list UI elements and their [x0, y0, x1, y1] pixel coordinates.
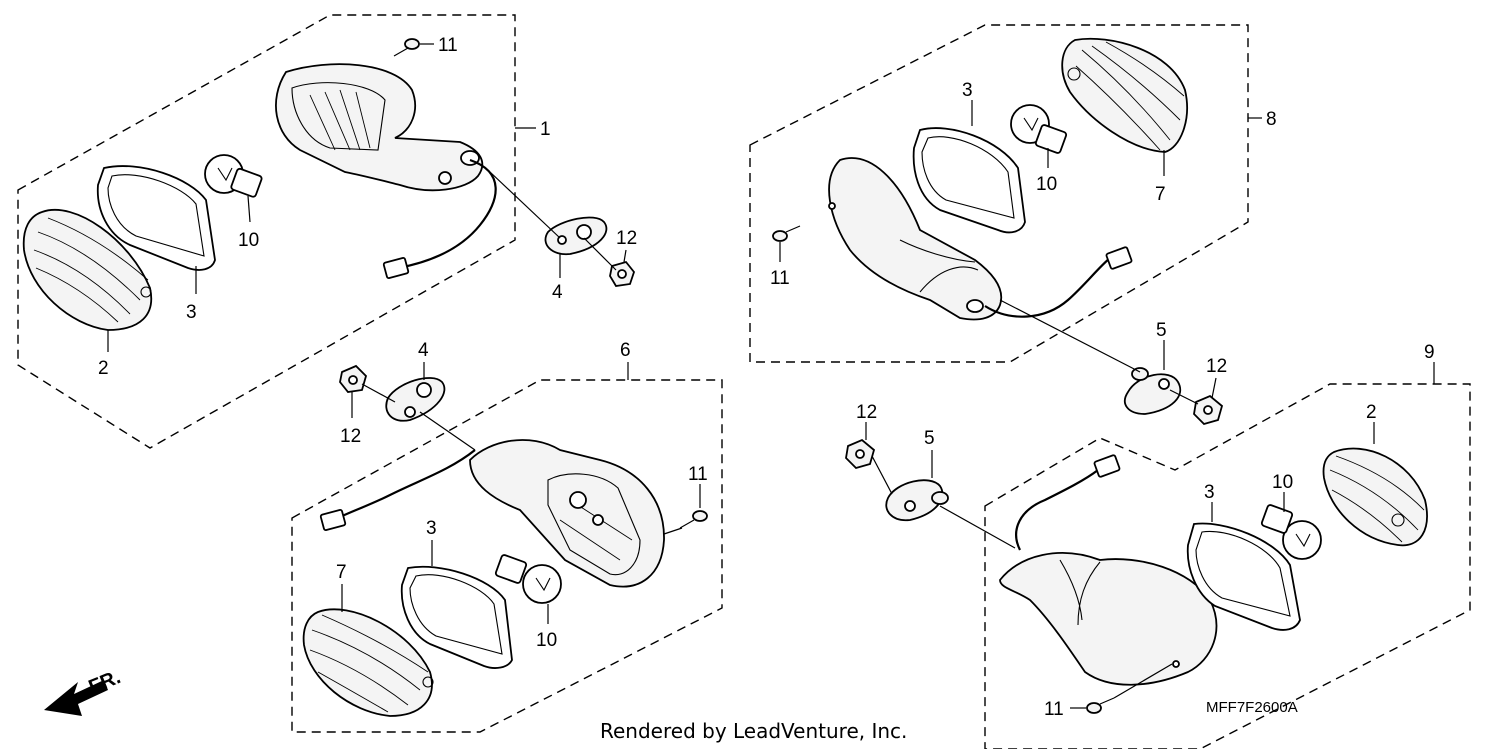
- nut-rear-left[interactable]: [339, 364, 368, 393]
- callout-10-rear-right: 10: [1272, 472, 1293, 493]
- credit-text: Rendered by LeadVenture, Inc.: [600, 719, 907, 743]
- group-boundary-1: [17, 14, 516, 449]
- screw-front-right[interactable]: [772, 225, 801, 242]
- callout-12-front-right: 12: [1206, 356, 1227, 377]
- gasket-front-left[interactable]: [96, 165, 216, 271]
- nut-front-left[interactable]: [609, 260, 636, 287]
- bulb-front-left[interactable]: [204, 154, 263, 198]
- group-front-right-turn-signal: 3 10 7 8 11 5 12: [749, 24, 1277, 426]
- callout-12-rear-right: 12: [856, 402, 877, 423]
- connector-rear-left: [319, 508, 347, 532]
- screw-rear-right[interactable]: [1086, 697, 1115, 714]
- group-boundary-9: [984, 383, 1471, 749]
- callout-2-rear-right: 2: [1366, 402, 1377, 423]
- direction-label: FR.: [86, 666, 124, 698]
- callout-12-rear-left: 12: [340, 426, 361, 447]
- housing-front-right[interactable]: [828, 157, 1003, 321]
- callout-2-front-left: 2: [98, 358, 109, 379]
- stay-rear-left[interactable]: [385, 377, 446, 422]
- housing-rear-left[interactable]: [469, 439, 665, 588]
- callout-10-front-left: 10: [238, 230, 259, 251]
- lens-front-left[interactable]: [22, 209, 153, 331]
- nut-front-right[interactable]: [1193, 394, 1224, 426]
- callout-7-front-right: 7: [1155, 184, 1166, 205]
- bulb-rear-left[interactable]: [494, 554, 562, 604]
- nut-rear-right[interactable]: [845, 438, 876, 470]
- callout-11-rear-right: 11: [1044, 699, 1064, 720]
- screw-front-left[interactable]: [393, 38, 420, 57]
- bulb-front-right[interactable]: [1010, 104, 1068, 154]
- callout-8: 8: [1266, 109, 1277, 130]
- callout-3-front-right: 3: [962, 80, 973, 101]
- lens-rear-left[interactable]: [302, 608, 434, 717]
- wire-rear-right: [1015, 469, 1099, 551]
- housing-front-left[interactable]: [275, 63, 484, 192]
- gasket-front-right[interactable]: [912, 127, 1026, 234]
- arrow-left-icon: [44, 680, 108, 716]
- wire-rear-left: [337, 449, 476, 519]
- lens-rear-right[interactable]: [1322, 447, 1428, 547]
- group-boundary-8: [749, 24, 1249, 363]
- callout-3-rear-right: 3: [1204, 482, 1215, 503]
- callout-3-front-left: 3: [186, 302, 197, 323]
- callout-5-rear-right: 5: [924, 428, 935, 449]
- group-rear-left-turn-signal: 4 6 12 11 7 3 10: [291, 340, 723, 733]
- housing-rear-right[interactable]: [999, 552, 1218, 686]
- callout-1: 1: [540, 119, 551, 140]
- callout-5-front-right: 5: [1156, 320, 1167, 341]
- bulb-rear-right[interactable]: [1260, 504, 1322, 560]
- wire-front-left: [397, 158, 497, 270]
- callout-11-front-left: 11: [438, 35, 458, 56]
- gasket-rear-left[interactable]: [400, 565, 513, 669]
- callout-4-front-left: 4: [552, 282, 563, 303]
- connector-front-right: [1105, 246, 1133, 270]
- callout-3-rear-left: 3: [426, 518, 437, 539]
- stay-front-left[interactable]: [544, 216, 608, 256]
- callout-7-rear-left: 7: [336, 562, 347, 583]
- callout-9: 9: [1424, 342, 1435, 363]
- group-rear-right-turn-signal: 12 5 9 2 3 10 11: [845, 342, 1471, 749]
- callout-11-front-right: 11: [770, 268, 790, 289]
- connector-front-left: [382, 256, 410, 280]
- drawing-code: MFF7F2600A: [1206, 699, 1298, 716]
- screw-rear-left[interactable]: [679, 510, 708, 529]
- wire-front-right: [984, 257, 1111, 318]
- stay-rear-right[interactable]: [885, 479, 949, 522]
- callout-12-front-left: 12: [616, 228, 637, 249]
- callout-11-rear-left: 11: [688, 464, 708, 485]
- group-boundary-6: [291, 379, 723, 733]
- stay-front-right[interactable]: [1123, 367, 1181, 415]
- callout-10-front-right: 10: [1036, 174, 1057, 195]
- gasket-rear-right[interactable]: [1186, 522, 1301, 631]
- callout-6: 6: [620, 340, 631, 361]
- lens-front-right[interactable]: [1061, 37, 1188, 153]
- connector-rear-right: [1093, 454, 1121, 478]
- callout-4-rear-left: 4: [418, 340, 429, 361]
- group-front-left-turn-signal: 11 1 2 3 10 4 12: [17, 14, 637, 449]
- callout-10-rear-left: 10: [536, 630, 557, 651]
- front-direction-arrow: FR.: [44, 666, 124, 716]
